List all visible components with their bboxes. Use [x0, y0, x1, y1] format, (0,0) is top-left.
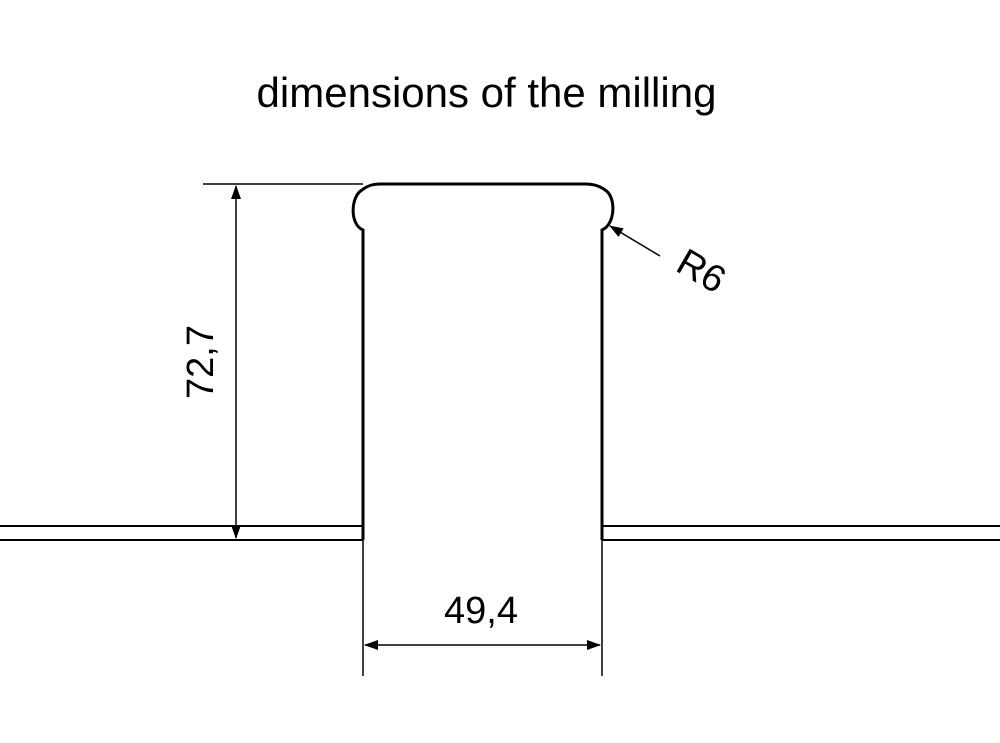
radius-label: R6 [669, 241, 732, 302]
height-dimension: 72,7 [180, 183, 363, 541]
height-dimension-label: 72,7 [180, 325, 222, 399]
milling-profile [351, 182, 615, 540]
panel-right [602, 525, 1000, 541]
width-dimension-label: 49,4 [444, 590, 518, 632]
width-dimension: 49,4 [362, 540, 603, 676]
drawing-title: dimensions of the milling [256, 69, 717, 116]
panel-left [0, 525, 363, 541]
radius-callout: R6 [609, 225, 733, 302]
